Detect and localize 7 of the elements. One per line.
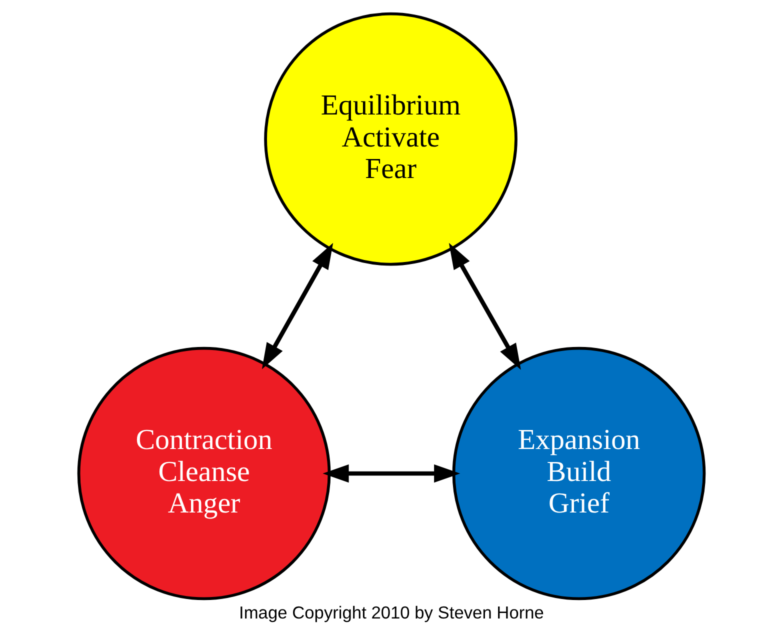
node-circle: Equilibrium Activate Fear xyxy=(264,12,518,266)
arrow xyxy=(448,242,521,370)
arrow xyxy=(322,464,460,483)
caption: Image Copyright 2010 by Steven Horne xyxy=(239,602,544,622)
node-circle: Contraction Cleanse Anger xyxy=(77,346,331,600)
arrow xyxy=(262,242,334,370)
node-circle: Expansion Build Grief xyxy=(452,346,706,600)
